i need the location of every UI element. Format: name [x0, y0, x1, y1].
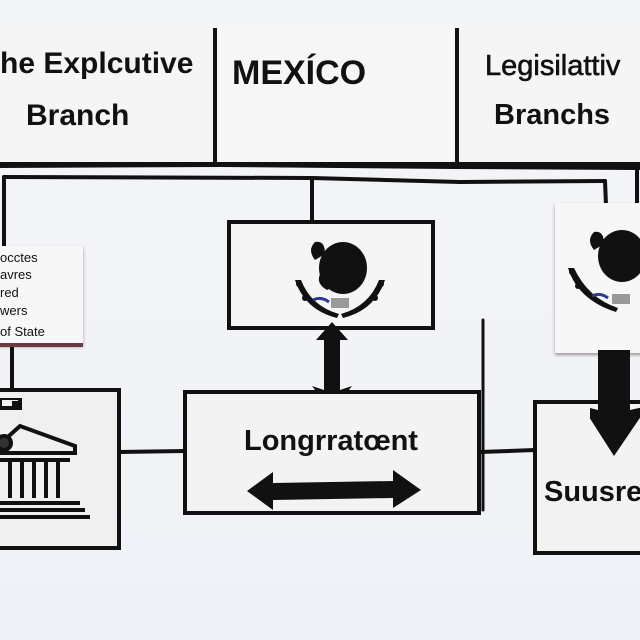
- horizontal-double-arrow-icon: [247, 470, 421, 510]
- mexico-title: MEXÍCO: [232, 54, 367, 92]
- legislative-title-line2: Branchs: [494, 99, 611, 131]
- header-executive-box: [0, 28, 220, 166]
- executive-title-line2: Branch: [26, 99, 130, 132]
- link-middle-right: [478, 448, 537, 454]
- left-building-box: [0, 388, 121, 550]
- executive-title-line1: he Explcutive: [0, 47, 194, 80]
- note-bottom-shadow: [0, 343, 83, 347]
- mexican-coat-of-arms-icon: [295, 241, 385, 318]
- note-line: red: [0, 285, 19, 300]
- note-line: avres: [0, 267, 32, 282]
- bus-line: [2, 175, 607, 185]
- mexican-coat-of-arms-icon: [568, 230, 640, 312]
- legislative-title-line1: Legisilattiv: [485, 50, 621, 83]
- header-mexico-box: [213, 28, 459, 166]
- note-line: of State: [0, 324, 45, 339]
- note-line: wers: [0, 303, 28, 318]
- right-box-label: Suusre: [544, 476, 640, 508]
- right-box: [533, 400, 640, 555]
- left-note-card: occtes avres red wers of State: [0, 246, 83, 345]
- government-building-icon: [0, 398, 90, 519]
- drop-right: [603, 179, 608, 207]
- header-legislative-box: [455, 28, 640, 166]
- link-left-middle: [118, 449, 187, 454]
- middle-box-label: Longrratœnt: [244, 425, 418, 457]
- note-line: occtes: [0, 250, 38, 265]
- vertical-double-arrow-icon: [312, 322, 352, 412]
- down-arrow-icon: [590, 350, 640, 456]
